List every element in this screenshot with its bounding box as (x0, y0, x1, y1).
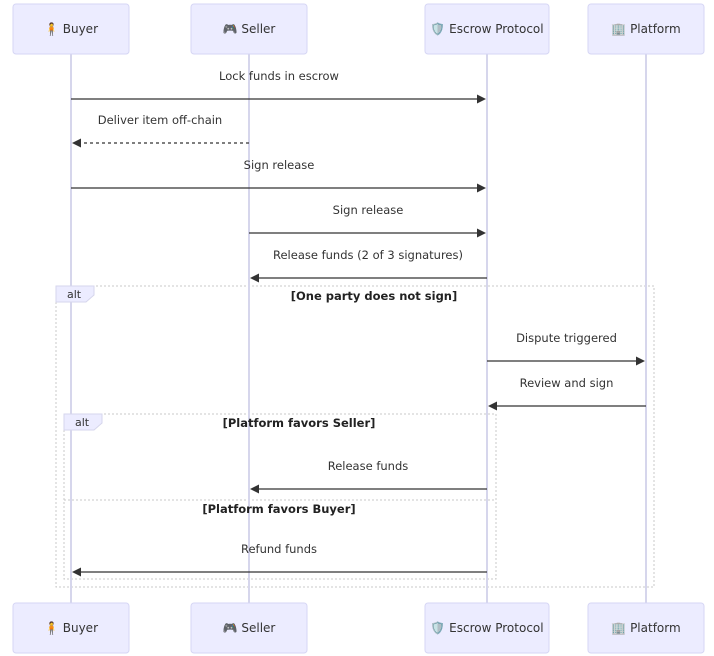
alt-outer-tab (55, 285, 95, 303)
actor-buyer-top[interactable] (12, 3, 130, 55)
message-4-label: Release funds (2 of 3 signatures) (273, 248, 463, 262)
alt-inner-else-condition: [Platform favors Buyer] (202, 502, 355, 516)
actor-escrow-bottom-label: 🛡️ Escrow Protocol (430, 621, 543, 635)
alt-frame-outer (55, 285, 655, 588)
message-7-label: Release funds (328, 459, 409, 473)
actor-escrow-top-label: 🛡️ Escrow Protocol (430, 22, 543, 36)
actor-platform-bottom[interactable] (587, 602, 705, 654)
message-3-label: Sign release (333, 203, 404, 217)
actor-buyer-bottom-label: 🧍 Buyer (44, 621, 98, 635)
message-4-arrowhead (250, 273, 259, 283)
actor-seller-bottom-label: 🎮 Seller (223, 621, 276, 635)
alt-outer-label: alt (67, 288, 82, 301)
message-5-label: Dispute triggered (516, 331, 617, 345)
actor-platform-bottom-label: 🏢 Platform (611, 621, 680, 635)
message-8-label: Refund funds (241, 542, 317, 556)
actor-seller-bottom[interactable] (190, 602, 308, 654)
message-2-label: Sign release (244, 158, 315, 172)
message-6-label: Review and sign (520, 376, 614, 390)
actor-buyer-top-label: 🧍 Buyer (44, 22, 98, 36)
message-1-arrowhead (72, 138, 81, 148)
alt-inner-label: alt (75, 416, 90, 429)
actor-escrow-top[interactable] (424, 3, 550, 55)
actor-platform-top[interactable] (587, 3, 705, 55)
actor-seller-top-label: 🎮 Seller (223, 22, 276, 36)
message-5-arrowhead (636, 356, 645, 366)
alt-inner-tab (63, 413, 103, 431)
message-6-arrowhead (488, 401, 497, 411)
message-2-arrowhead (477, 183, 486, 193)
alt-outer-condition: [One party does not sign] (291, 289, 458, 303)
message-0-arrowhead (477, 94, 486, 104)
message-1-label: Deliver item off-chain (98, 113, 222, 127)
message-8-arrowhead (72, 567, 81, 577)
actor-escrow-bottom[interactable] (424, 602, 550, 654)
message-7-arrowhead (250, 484, 259, 494)
message-0-label: Lock funds in escrow (219, 69, 339, 83)
alt-inner-condition: [Platform favors Seller] (223, 416, 376, 430)
actor-buyer-bottom[interactable] (12, 602, 130, 654)
actor-seller-top[interactable] (190, 3, 308, 55)
message-3-arrowhead (477, 228, 486, 238)
actor-platform-top-label: 🏢 Platform (611, 22, 680, 36)
alt-frame-inner (63, 413, 497, 580)
